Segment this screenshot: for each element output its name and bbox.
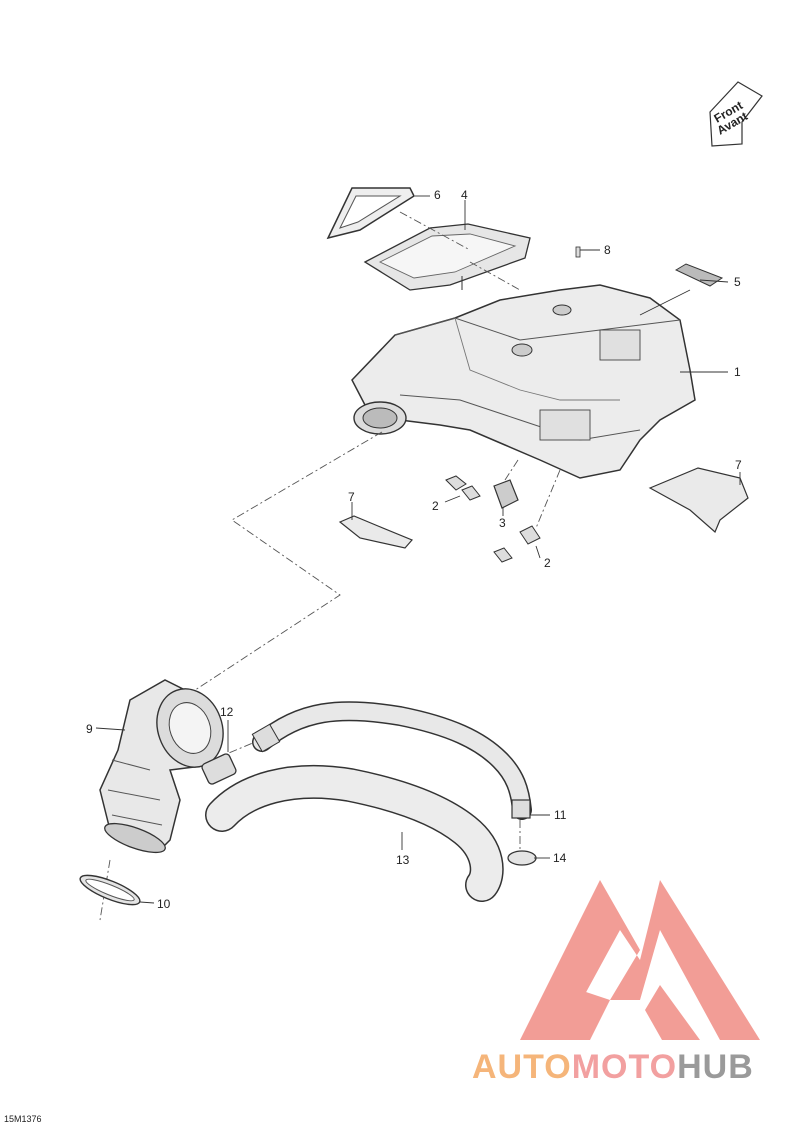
part-7-heat-shield-left xyxy=(338,515,414,549)
callout-7-right: 7 xyxy=(735,458,742,472)
callout-8: 8 xyxy=(604,243,611,257)
part-2-clip-upper xyxy=(445,475,481,501)
callout-10: 10 xyxy=(157,897,171,911)
part-4-top-cover xyxy=(363,223,531,291)
part-13-large-hose xyxy=(205,764,504,902)
callout-11: 11 xyxy=(554,808,567,822)
watermark-auto: AUTO xyxy=(472,1048,572,1086)
part-9-intake-adapter xyxy=(99,679,224,854)
part-1-airbox xyxy=(351,284,696,479)
callout-4: 4 xyxy=(461,188,468,202)
callout-12: 12 xyxy=(220,705,234,719)
callout-14: 14 xyxy=(553,851,567,865)
breather-hose xyxy=(251,701,532,820)
part-10-clamp xyxy=(79,874,141,906)
part-11-connector xyxy=(511,799,531,819)
part-7-heat-shield-right xyxy=(648,467,749,534)
callout-7-left: 7 xyxy=(348,490,355,504)
watermark-hub: HUB xyxy=(677,1048,754,1086)
callout-labels: 1 2 2 3 4 5 6 7 7 8 9 10 11 12 13 14 xyxy=(86,188,742,911)
part-14-hose-clamp xyxy=(507,850,537,866)
watermark-wordmark: AUTOMOTOHUB xyxy=(472,1048,754,1087)
leader-lines xyxy=(95,195,741,904)
callout-9: 9 xyxy=(86,722,93,736)
callout-6: 6 xyxy=(434,188,441,202)
watermark-logo xyxy=(520,880,760,1040)
callout-2-upper: 2 xyxy=(432,499,439,513)
assembly-lines xyxy=(99,211,561,921)
drawing-code: 15M1376 xyxy=(4,1114,42,1124)
callout-1: 1 xyxy=(734,365,741,379)
callout-5: 5 xyxy=(734,275,741,289)
callout-3: 3 xyxy=(499,516,506,530)
part-6-seal-frame xyxy=(326,187,415,240)
front-arrow-icon: Front Avant xyxy=(709,81,763,147)
part-3-grommet xyxy=(493,479,519,509)
callout-2-lower: 2 xyxy=(544,556,551,570)
callout-13: 13 xyxy=(396,853,410,867)
watermark-moto: MOTO xyxy=(571,1048,678,1086)
part-5-label xyxy=(674,263,724,287)
part-2-clip-lower xyxy=(493,525,541,563)
part-8-pin xyxy=(575,246,581,258)
part-12-fitting xyxy=(201,753,237,785)
